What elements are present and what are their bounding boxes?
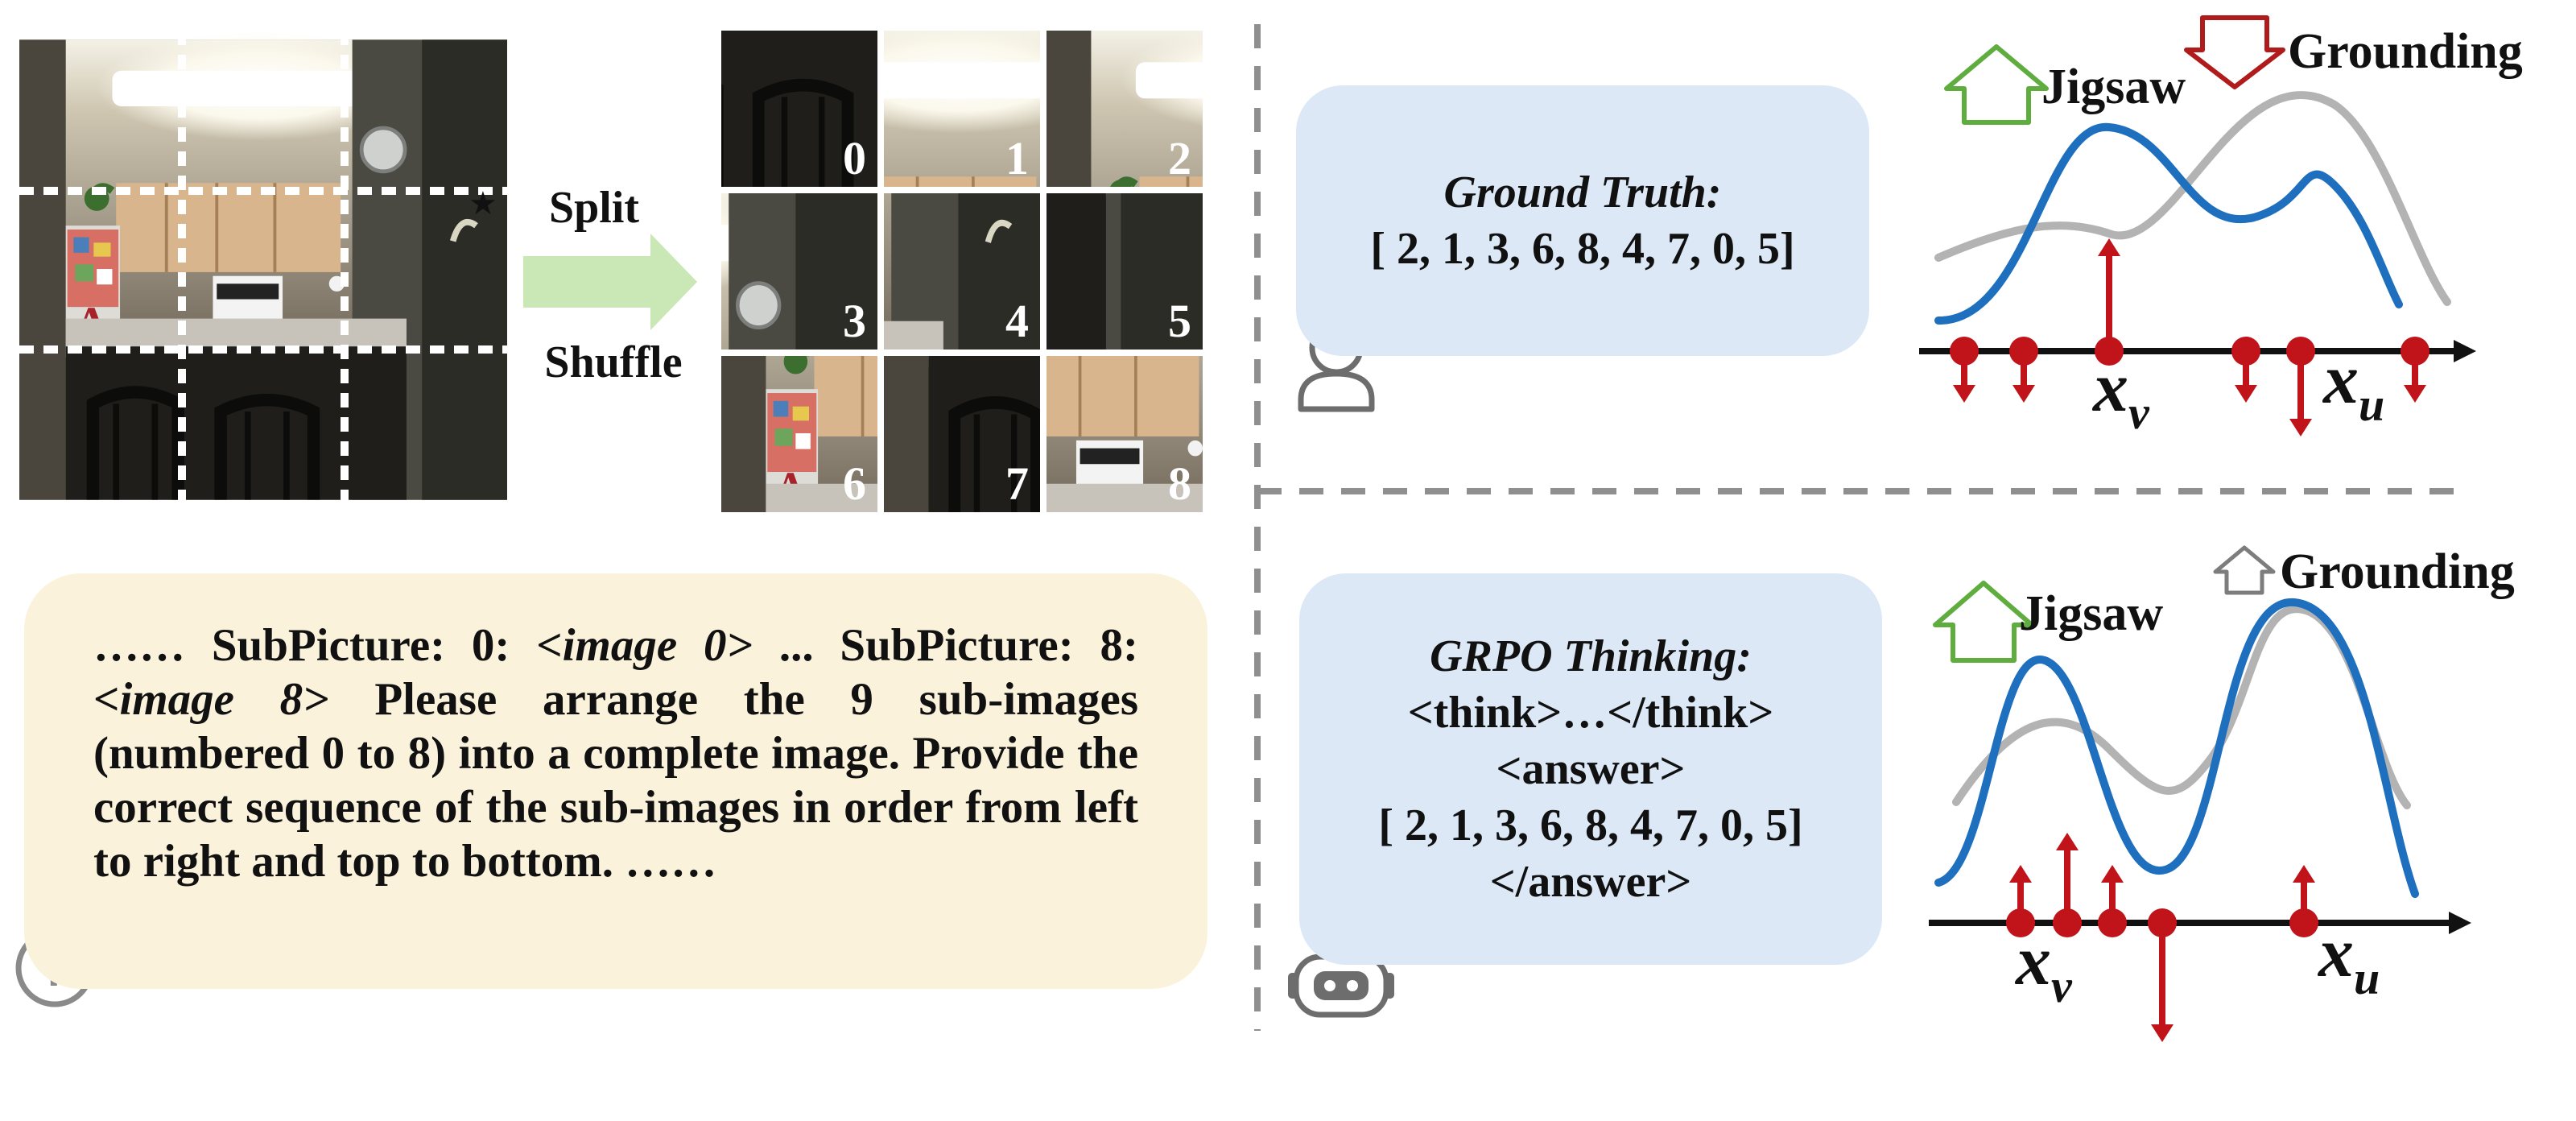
tile-number: 3 [843, 295, 866, 347]
puzzle-tile: 7 [884, 35, 1352, 512]
top-reference-curve [1934, 91, 2451, 306]
prompt-instruction: Please arrange the 9 sub-images (numbere… [93, 674, 1138, 887]
bottom-jigsaw-label: Jigsaw [2019, 586, 2163, 641]
jigsaw-up-arrow-icon [1933, 581, 2034, 663]
jigsaw-up-arrow-icon [1944, 44, 2049, 125]
bottom-policy-curve [1934, 598, 2419, 898]
sample-arrow [2095, 238, 2124, 366]
puzzle-tile: 3 [409, 185, 877, 662]
top-plot: Jigsaw Grounding xv xu [1919, 15, 2523, 439]
tile-number: 6 [843, 457, 866, 510]
puzzle-tile: 5 [734, 0, 1203, 350]
ground-truth-sequence: [ 2, 1, 3, 6, 8, 4, 7, 0, 5] [1370, 224, 1795, 274]
prompt-lead: …… SubPicture: 0: [93, 620, 537, 671]
grounding-up-arrow-icon [2213, 545, 2276, 595]
tile-number: 4 [1005, 295, 1029, 347]
sample-arrow [2401, 337, 2429, 403]
tile-number: 7 [1005, 457, 1029, 510]
top-sample-arrows [1950, 238, 2429, 436]
top-xu-label: xu [2322, 341, 2384, 431]
bottom-plot: Jigsaw Grounding xv xu [1929, 544, 2515, 1042]
shuffled-tiles: 0 1 2 3 4 5 6 7 8 [409, 0, 1515, 668]
grpo-thinking-bubble: GRPO Thinking: <think>…</think> <answer>… [1299, 573, 1882, 965]
top-grounding-label: Grounding [2288, 24, 2523, 79]
tile-number: 0 [843, 132, 866, 184]
sample-arrow [1950, 337, 1979, 403]
top-policy-curve [1934, 122, 2403, 325]
sample-arrow [2289, 865, 2318, 937]
split-shuffle-arrow: Split Shuffle [523, 183, 697, 387]
sample-arrow [2148, 908, 2177, 1042]
tile-number: 2 [1168, 132, 1191, 184]
puzzle-tile: 6 [721, 192, 1190, 668]
answer-close-tag: </answer> [1489, 857, 1692, 907]
puzzle-tile: 8 [890, 192, 1359, 668]
sample-arrow [2098, 865, 2127, 937]
tile-number: 5 [1168, 295, 1191, 347]
split-label: Split [549, 183, 639, 233]
sample-arrow [2053, 833, 2082, 937]
tile-number: 8 [1168, 457, 1191, 510]
prompt-text: …… SubPicture: 0: <image 0> ... SubPictu… [93, 618, 1138, 888]
sample-arrow [2286, 337, 2315, 436]
bottom-xu-label: xu [2317, 914, 2380, 1004]
puzzle-tile: 0 [565, 0, 1034, 187]
prompt-box: …… SubPicture: 0: <image 0> ... SubPictu… [24, 573, 1208, 989]
grpo-thinking-title: GRPO Thinking: [1430, 631, 1752, 681]
bottom-sample-arrows [2006, 833, 2318, 1042]
ground-truth-bubble: Ground Truth: [ 2, 1, 3, 6, 8, 4, 7, 0, … [1296, 85, 1869, 356]
answer-open-tag: <answer> [1496, 744, 1686, 794]
bottom-xv-label: xv [2014, 922, 2073, 1012]
shuffle-label: Shuffle [544, 337, 682, 387]
top-jigsaw-label: Jigsaw [2041, 60, 2186, 114]
puzzle-tile: 1 [728, 23, 1196, 499]
original-image: ★ [19, 31, 507, 509]
prompt-image-token-8: <image 8> [93, 674, 329, 725]
think-tag: <think>…</think> [1407, 688, 1774, 738]
prompt-mid: ... SubPicture: 8: [753, 620, 1138, 671]
puzzle-tile: 4 [572, 29, 1040, 506]
bottom-grounding-label: Grounding [2280, 544, 2515, 599]
sample-arrow [2231, 337, 2260, 403]
sample-arrow [2009, 337, 2038, 403]
sample-arrow [2006, 865, 2035, 937]
puzzle-tile: 2 [1046, 23, 1515, 499]
ground-truth-title: Ground Truth: [1443, 168, 1722, 217]
prompt-image-token-0: <image 0> [536, 620, 753, 671]
star-icon: ★ [469, 185, 497, 221]
answer-sequence: [ 2, 1, 3, 6, 8, 4, 7, 0, 5] [1378, 800, 1803, 850]
tile-number: 1 [1005, 132, 1029, 184]
grounding-down-arrow-icon [2184, 15, 2285, 89]
top-xv-label: xv [2091, 349, 2150, 439]
